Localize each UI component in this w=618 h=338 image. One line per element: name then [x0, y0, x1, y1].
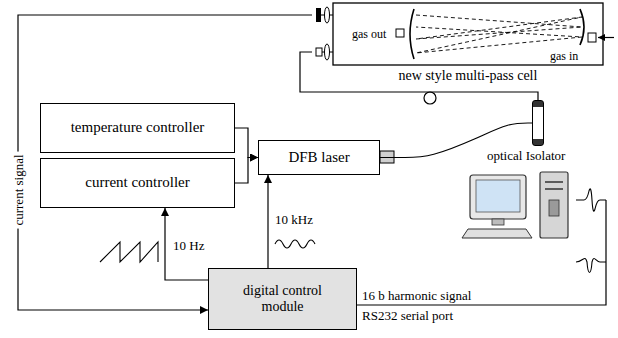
cell-mirror	[580, 9, 584, 45]
process-box: temperature controller	[40, 103, 235, 153]
gas-flow-arrow	[598, 37, 614, 38]
lens	[325, 7, 330, 23]
tower-panel	[549, 200, 559, 216]
first-harmonic-trace	[576, 189, 600, 211]
second-harmonic-trace	[576, 258, 600, 272]
sine-wave	[275, 240, 315, 248]
node-label: temperature controller	[71, 119, 205, 136]
node-label: new style multi-pass cell	[333, 68, 603, 84]
signal-connector	[235, 128, 258, 158]
node-label: DFB laser	[288, 149, 349, 166]
laser-box: DFB laser	[258, 140, 380, 175]
signal-label: current signal	[11, 151, 26, 228]
annotation: 16 b harmonic signal	[362, 288, 471, 303]
cell-mirror	[410, 9, 414, 59]
cell-housing	[333, 3, 603, 65]
gas-outlet	[396, 29, 404, 37]
drive-slot	[545, 188, 563, 190]
annotation: RS232 serial port	[362, 308, 453, 323]
monitor-screen	[476, 180, 520, 212]
node-label: current controller	[85, 174, 190, 191]
sawtooth-wave	[100, 242, 158, 262]
signal-connector	[267, 175, 268, 268]
fiber-coil	[424, 92, 436, 104]
beam-path	[416, 15, 582, 53]
keyboard	[462, 229, 532, 238]
node-label: optical Isolator	[487, 149, 565, 164]
lens	[325, 44, 330, 60]
gas-port-label: gas out	[352, 27, 386, 42]
data-line	[600, 262, 606, 263]
monitor-stand	[492, 219, 504, 225]
detector	[316, 8, 321, 22]
process-box: current controller	[40, 158, 235, 208]
signal-connector	[235, 158, 258, 184]
gas-inlet	[588, 33, 596, 42]
signal-label: 10 kHz	[274, 212, 314, 227]
optical-isolator: optical Isolator	[532, 100, 544, 146]
fiber-collimator	[316, 48, 322, 56]
gas-port-label: gas in	[550, 49, 578, 64]
data-line	[355, 200, 606, 305]
monitor	[470, 175, 526, 219]
drive-slot	[545, 181, 563, 183]
signal-label: 10 Hz	[172, 238, 205, 253]
node-label: digital control module	[229, 283, 336, 315]
control-module: digital control module	[208, 268, 357, 330]
data-line	[600, 200, 606, 201]
computer-tower	[540, 172, 568, 238]
signal-connector	[165, 208, 208, 280]
